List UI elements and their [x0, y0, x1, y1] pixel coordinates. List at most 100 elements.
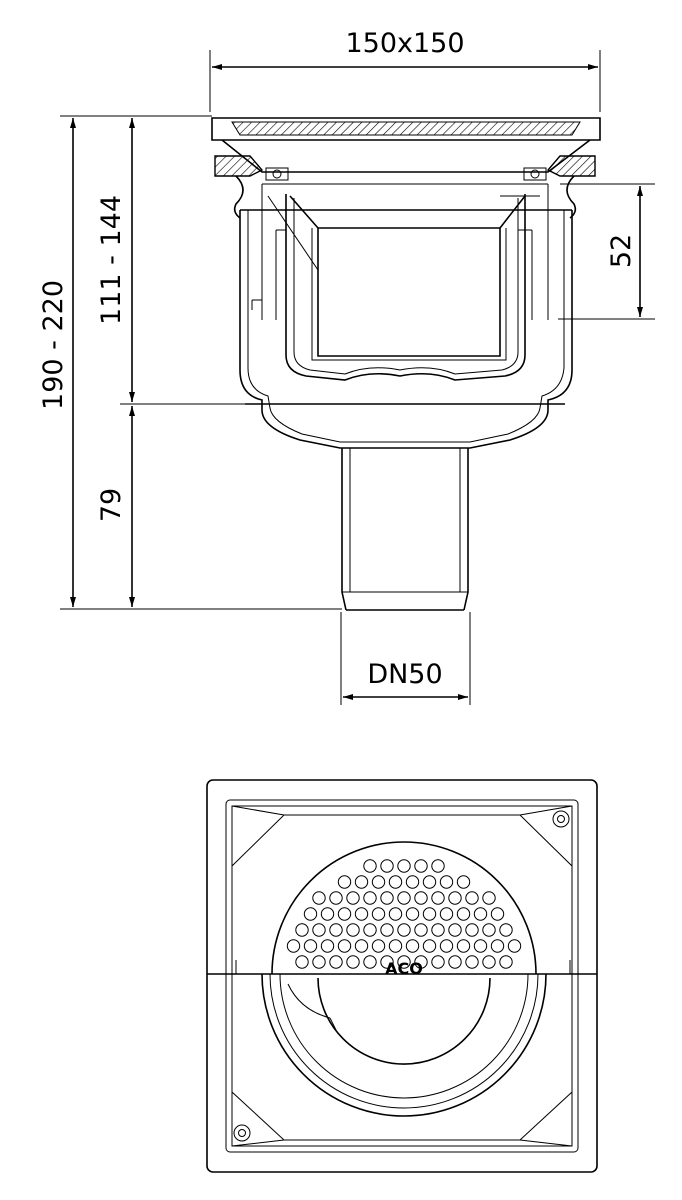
grate-hole: [439, 875, 454, 889]
drain-opening: [261, 973, 547, 1117]
grate-hole: [354, 907, 369, 921]
dimension-top-width: 150x150: [209, 28, 601, 112]
grate-hole: [456, 939, 471, 953]
grate-hole: [397, 923, 411, 937]
outlet-pipe: [341, 448, 469, 611]
grate-hole: [414, 891, 428, 905]
screw-icon: [552, 810, 570, 828]
grate-hole: [286, 939, 301, 953]
grate-hole: [380, 955, 394, 969]
grate-hole: [405, 939, 420, 953]
grate-hole: [346, 955, 360, 969]
grate-hole: [473, 907, 488, 921]
grate-hole: [414, 923, 428, 937]
grate-hole: [431, 891, 445, 905]
dimension-side-height: 52: [558, 183, 655, 320]
plan-view: ACO: [206, 779, 598, 1173]
grate-hole: [295, 955, 309, 969]
dimension-lower-height: 79: [96, 406, 135, 607]
grate-hole: [465, 923, 479, 937]
dimension-label-upper-height: 111 - 144: [96, 195, 127, 325]
grate-hole: [303, 907, 318, 921]
grate-hole: [388, 875, 403, 889]
clamp-detail: [265, 167, 547, 181]
grate-hole: [448, 891, 462, 905]
grate-hole: [465, 955, 479, 969]
grate-hole: [380, 859, 394, 873]
grate-hole: [405, 875, 420, 889]
grate-hole: [507, 939, 522, 953]
grate-hole: [363, 891, 377, 905]
perforated-grate: [271, 841, 537, 975]
grate-hole: [439, 907, 454, 921]
grate-hole: [312, 955, 326, 969]
grate-hole: [371, 939, 386, 953]
grate-hole: [482, 955, 496, 969]
grate-hole: [422, 907, 437, 921]
grate-hole: [380, 891, 394, 905]
grate-hole: [465, 891, 479, 905]
grate-hole: [388, 907, 403, 921]
grate-hole: [320, 939, 335, 953]
grate-hole: [431, 923, 445, 937]
grate-hole: [448, 923, 462, 937]
grate-hole: [380, 923, 394, 937]
grate-hole: [397, 859, 411, 873]
grate-hole: [388, 939, 403, 953]
grate-hole: [354, 939, 369, 953]
grate-hole: [422, 939, 437, 953]
grate-hole: [490, 907, 505, 921]
dimension-label-side-height: 52: [606, 234, 637, 268]
grate-hole: [346, 923, 360, 937]
grate-hole: [303, 939, 318, 953]
odour-trap: [251, 184, 549, 381]
grate-hole: [482, 891, 496, 905]
grate-hole: [473, 939, 488, 953]
grate-hole: [295, 923, 309, 937]
grate-hole: [431, 955, 445, 969]
dimension-upper-height: 111 - 144: [96, 118, 245, 405]
grate-hole: [414, 859, 428, 873]
grating-frame: [211, 117, 601, 173]
grate-hole: [397, 955, 411, 969]
dimension-outlet: DN50: [340, 612, 471, 705]
grate-hole: [363, 955, 377, 969]
grate-hole: [363, 859, 377, 873]
grate-hole: [448, 955, 462, 969]
grate-hole: [482, 923, 496, 937]
grate-hole: [422, 875, 437, 889]
grate-hole: [312, 923, 326, 937]
grate-hole: [499, 923, 513, 937]
grate-hole: [337, 875, 352, 889]
grate-hole: [456, 907, 471, 921]
dimension-label-top-width: 150x150: [345, 28, 464, 59]
grate-hole: [371, 875, 386, 889]
grate-hole: [405, 907, 420, 921]
grate-hole: [439, 939, 454, 953]
dimension-label-total-height: 190 - 220: [38, 280, 69, 410]
drain-body: [239, 183, 573, 449]
grate-hole: [329, 891, 343, 905]
grate-hole: [363, 923, 377, 937]
grate-hole: [431, 859, 445, 873]
grate-hole: [397, 891, 411, 905]
dimension-total-height: 190 - 220: [38, 115, 342, 610]
grate-hole: [371, 907, 386, 921]
screw-icon: [233, 1124, 251, 1142]
grate-hole: [414, 955, 428, 969]
dimension-label-outlet: DN50: [367, 659, 442, 690]
grate-hole: [499, 955, 513, 969]
plan-outer-frame: [206, 779, 598, 1173]
grate-hole: [329, 923, 343, 937]
grate-hole: [490, 939, 505, 953]
grate-hole: [337, 907, 352, 921]
grate-hole: [346, 891, 360, 905]
grate-hole: [337, 939, 352, 953]
grate-hole: [312, 891, 326, 905]
brand-logo: ACO: [385, 959, 423, 978]
grate-hole: [456, 875, 471, 889]
sealing-ring: [214, 155, 596, 219]
grate-hole: [329, 955, 343, 969]
section-view: 150x150 190 - 220 111 - 144 79 52: [38, 28, 655, 705]
